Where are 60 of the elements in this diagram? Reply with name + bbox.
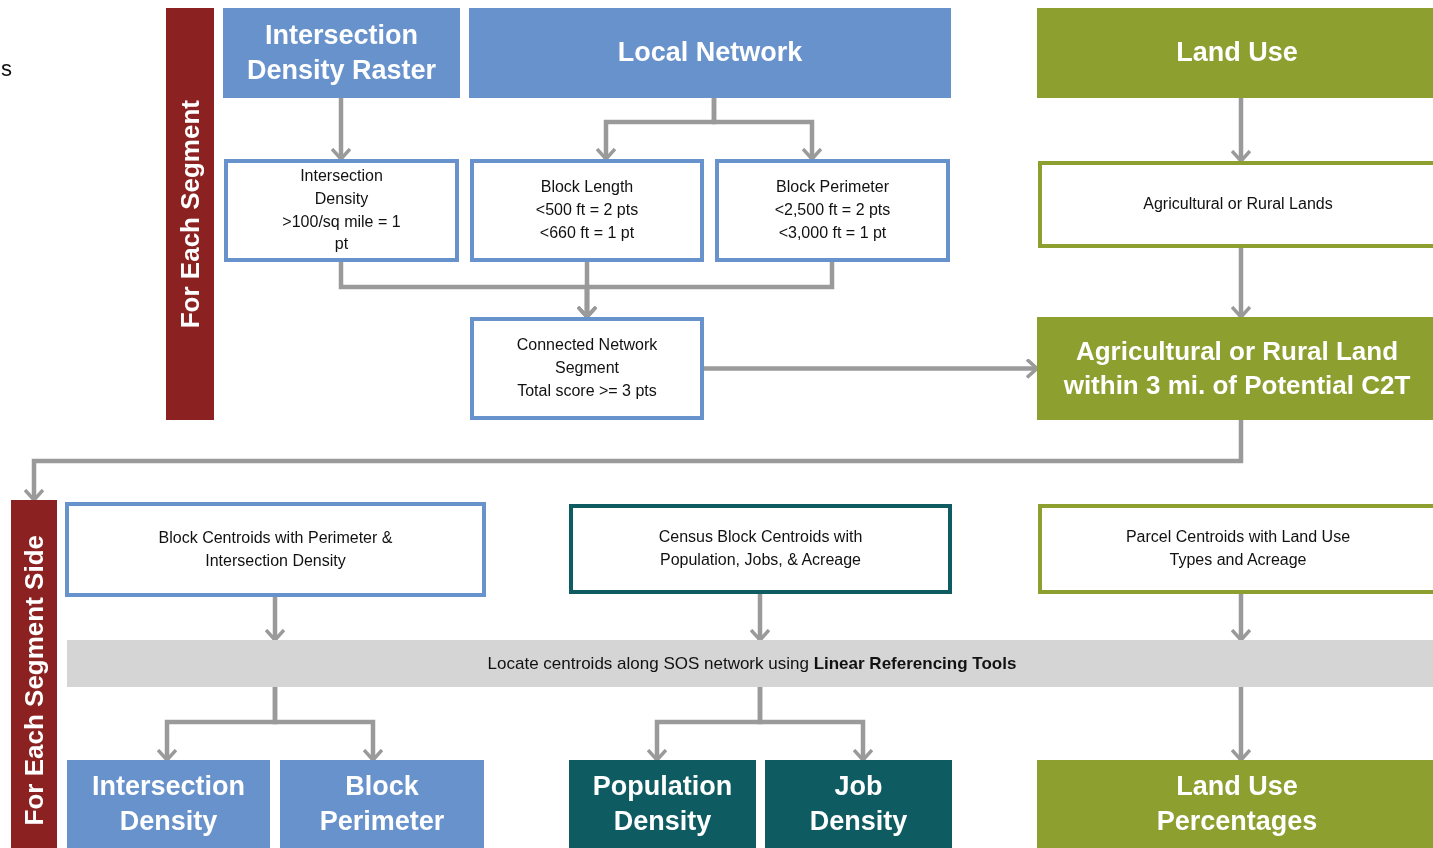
arrow bbox=[757, 687, 874, 762]
heading-box bbox=[223, 8, 460, 98]
heading-text: Population Density bbox=[591, 769, 734, 838]
process-box bbox=[65, 502, 486, 597]
arrow bbox=[711, 98, 823, 161]
arrow bbox=[704, 357, 1039, 380]
heading-text: Agricultural or Rural Land within 3 mi. of Potential C2T bbox=[1062, 334, 1412, 402]
heading-box bbox=[569, 760, 756, 848]
arrow bbox=[1230, 687, 1252, 762]
box-text: Locate centroids along SOS network using Linear Referencing Tools bbox=[487, 653, 1017, 674]
heading-text: Land Use Percentages bbox=[1155, 769, 1319, 838]
arrow bbox=[576, 262, 835, 319]
heading-text: Land Use bbox=[1176, 36, 1298, 70]
arrow bbox=[1230, 594, 1252, 642]
heading-box bbox=[765, 760, 952, 848]
section-band bbox=[166, 8, 214, 420]
box-text: <2,500 ft = 2 pts bbox=[774, 200, 891, 221]
heading-box bbox=[67, 760, 270, 848]
box-text: <660 ft = 1 pt bbox=[539, 222, 635, 243]
heading-box bbox=[280, 760, 484, 848]
box-text: Agricultural or Rural Lands bbox=[1143, 194, 1333, 215]
arrow bbox=[749, 594, 771, 642]
arrow bbox=[330, 98, 352, 161]
heading-box bbox=[469, 8, 951, 98]
heading-text: Intersection Density Raster bbox=[245, 18, 438, 87]
process-box bbox=[715, 159, 950, 262]
process-box bbox=[470, 159, 704, 262]
box-text: <500 ft = 2 pts bbox=[535, 200, 639, 221]
process-box bbox=[470, 317, 704, 420]
section-band bbox=[11, 500, 57, 848]
heading-box bbox=[1037, 760, 1433, 848]
box-text: Connected Network Segment bbox=[515, 335, 659, 379]
arrow bbox=[264, 597, 286, 642]
heading-text: Job Density bbox=[808, 769, 909, 838]
heading-box bbox=[1037, 317, 1433, 420]
box-text: Intersection Density bbox=[299, 166, 384, 209]
band-label: For Each Segment bbox=[174, 99, 206, 329]
arrow bbox=[1230, 248, 1252, 319]
arrow bbox=[23, 420, 1244, 502]
process-box bbox=[1038, 504, 1433, 594]
process-box bbox=[224, 159, 459, 262]
heading-text: Local Network bbox=[617, 36, 803, 70]
band-label: For Each Segment Side bbox=[18, 534, 50, 826]
box-text: >100/sq mile = 1 pt bbox=[281, 211, 402, 255]
box-text: Block Perimeter bbox=[776, 177, 889, 198]
box-text: Census Block Centroids with Population, Jobs, & Acreage bbox=[657, 527, 864, 570]
arrow bbox=[272, 687, 384, 762]
process-band bbox=[67, 640, 1433, 687]
heading-text: Block Perimeter bbox=[318, 769, 446, 838]
note-text: s bbox=[1, 56, 12, 82]
process-box bbox=[569, 504, 952, 594]
heading-box bbox=[1037, 8, 1433, 98]
box-text: Block Centroids with Perimeter & Intersection Density bbox=[157, 527, 394, 571]
box-text: Parcel Centroids with Land Use Types and Acreage bbox=[1124, 527, 1352, 570]
heading-text: Intersection Density bbox=[90, 769, 246, 838]
box-text: Total score >= 3 pts bbox=[517, 380, 657, 401]
box-text: Block Length bbox=[540, 177, 634, 198]
process-box bbox=[1038, 161, 1433, 248]
box-text: <3,000 ft = 1 pt bbox=[778, 222, 887, 243]
arrow bbox=[1230, 98, 1252, 163]
